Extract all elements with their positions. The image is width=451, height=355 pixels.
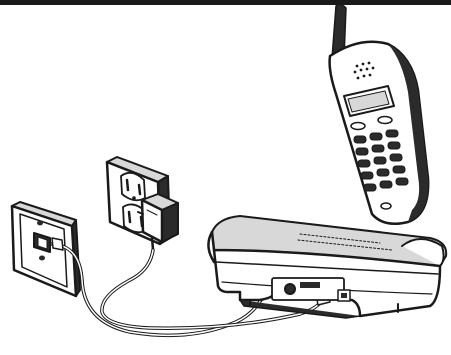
cordless-handset-icon	[330, 4, 429, 223]
